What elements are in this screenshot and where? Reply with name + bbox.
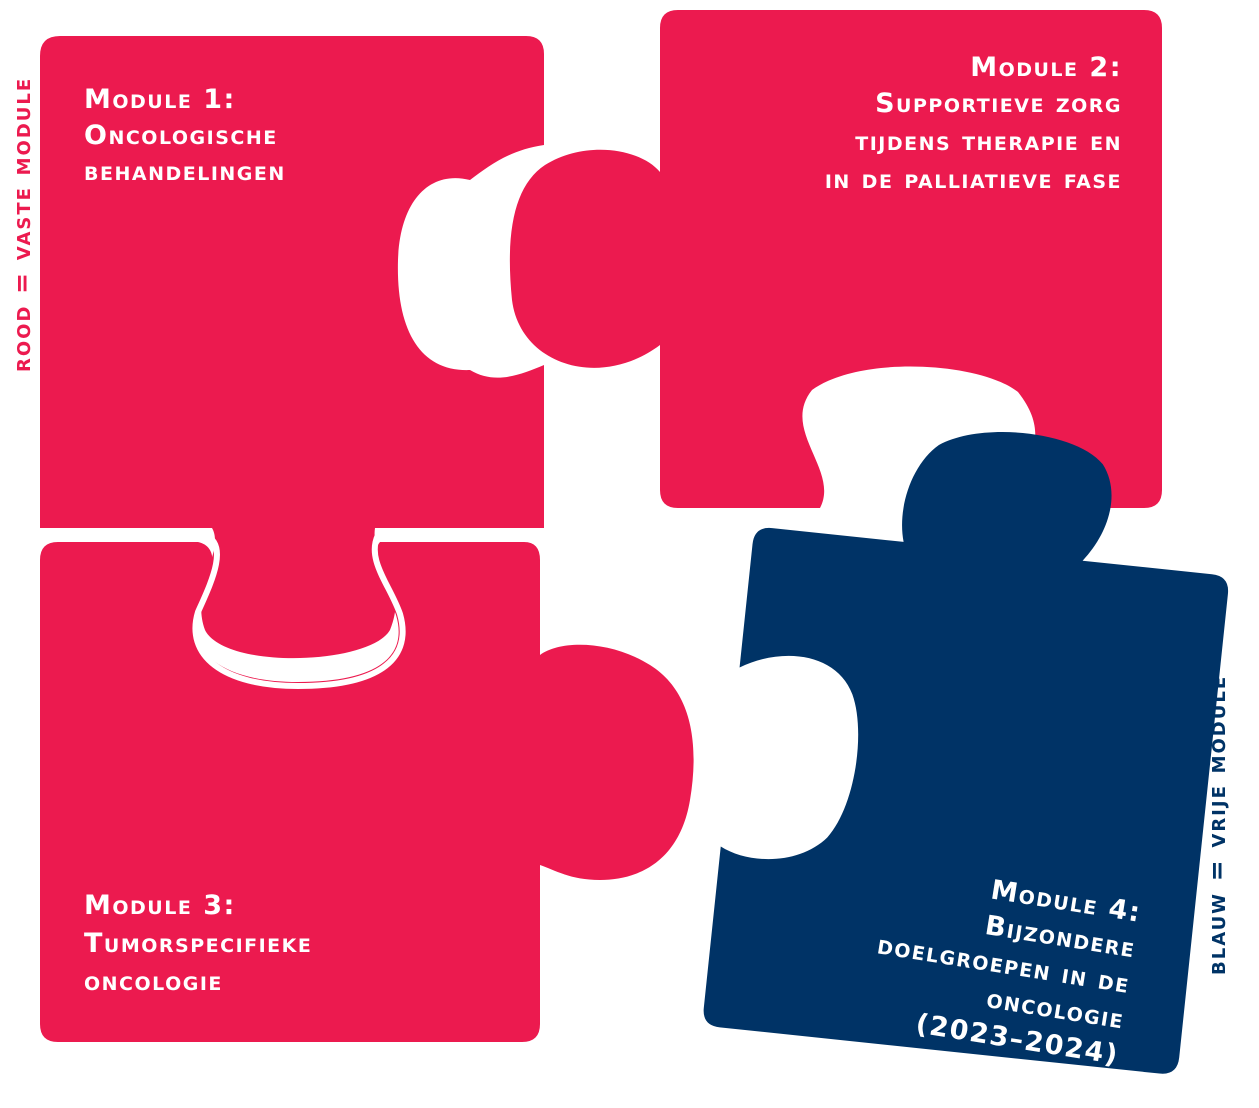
module-2-line: Supportieve zorg [875,88,1122,119]
seam-line [40,532,544,690]
module-3-title: Module 3: [84,890,236,921]
module-2-piece [509,10,1162,508]
module-4-piece [703,432,1229,1074]
module-1-line: Oncologische [84,120,278,151]
module-2-title: Module 2: [970,52,1122,83]
module-1-piece [40,36,544,659]
module-3-line: Tumorspecifieke [84,928,312,959]
module-2-line: in de palliatieve fase [825,164,1122,195]
module-1-line: behandelingen [84,156,286,187]
legend-blue: blauw = vrije module [1202,675,1231,975]
module-2-line: tijdens therapie en [855,126,1122,157]
module-1-title: Module 1: [84,84,236,115]
module-3-piece [40,542,694,1042]
legend-red: rood = vaste module [7,77,36,372]
module-3-line: oncologie [84,966,223,997]
